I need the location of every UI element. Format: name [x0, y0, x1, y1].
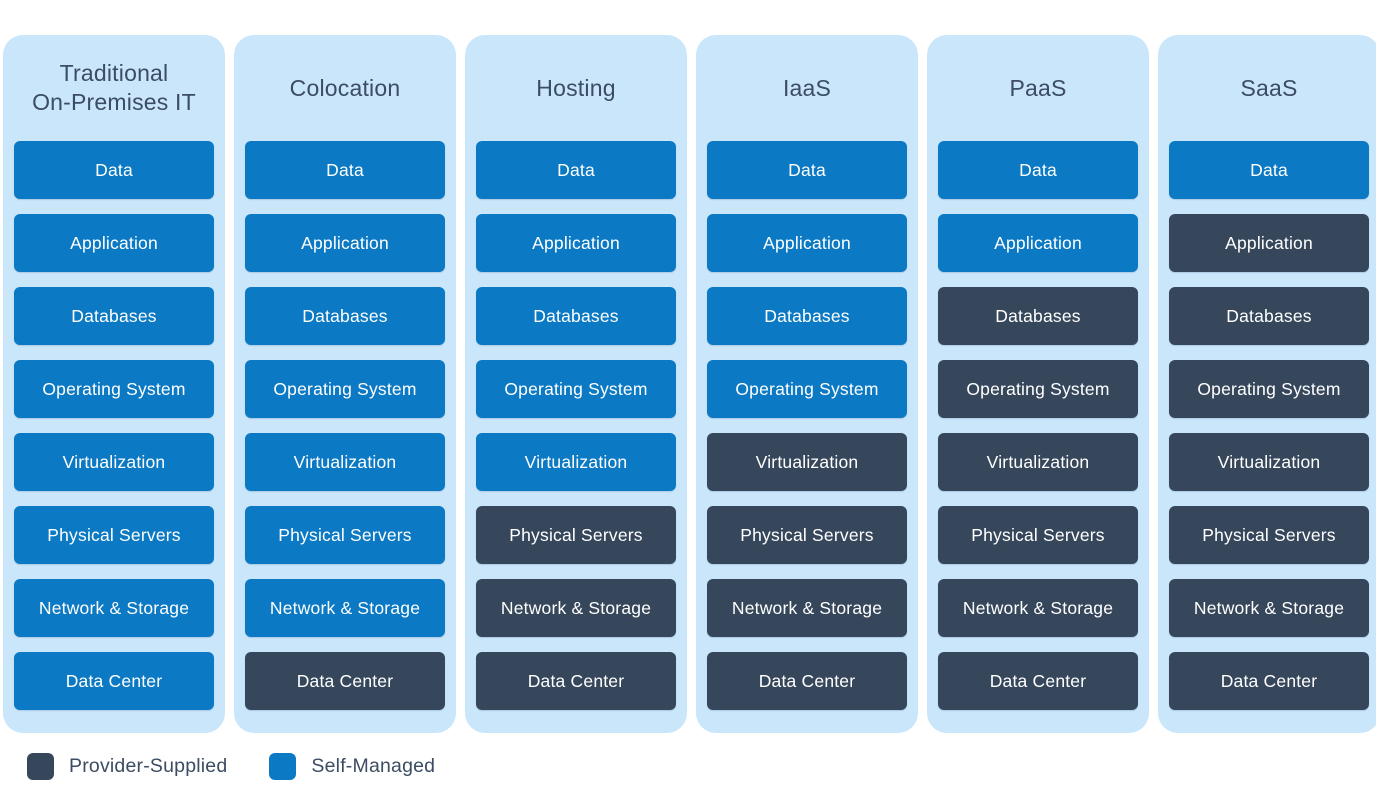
layer-cell: Databases — [707, 287, 907, 345]
layer-cell: Data — [707, 141, 907, 199]
layer-cell: Data — [1169, 141, 1369, 199]
layer-cell: Physical Servers — [707, 506, 907, 564]
layer-cell: Application — [707, 214, 907, 272]
layer-cell: Databases — [14, 287, 214, 345]
layer-cell: Virtualization — [707, 433, 907, 491]
layer-cell: Virtualization — [1169, 433, 1369, 491]
legend-item-self-managed: Self-Managed — [269, 753, 435, 780]
layer-cell: Virtualization — [938, 433, 1138, 491]
layer-cell: Network & Storage — [476, 579, 676, 637]
layer-cell: Physical Servers — [14, 506, 214, 564]
layer-cell: Data — [245, 141, 445, 199]
layer-cell: Data — [938, 141, 1138, 199]
layer-cell: Physical Servers — [938, 506, 1138, 564]
legend-item-provider-supplied: Provider-Supplied — [27, 753, 227, 780]
layer-cell: Network & Storage — [1169, 579, 1369, 637]
column-title: Hosting — [536, 74, 616, 101]
column-title: IaaS — [782, 74, 832, 101]
layer-cell: Application — [1169, 214, 1369, 272]
layer-cell: Operating System — [938, 360, 1138, 418]
layer-cell: Virtualization — [476, 433, 676, 491]
column-title: Colocation — [289, 74, 401, 101]
layer-cell: Network & Storage — [707, 579, 907, 637]
layer-cell: Virtualization — [245, 433, 445, 491]
layer-cell: Operating System — [476, 360, 676, 418]
layer-cell: Physical Servers — [245, 506, 445, 564]
self-managed-swatch — [269, 753, 297, 780]
layer-cell: Virtualization — [14, 433, 214, 491]
layer-cell: Operating System — [1169, 360, 1369, 418]
column-panel-paas: PaaS Data Application Databases Operatin… — [927, 35, 1149, 733]
layer-cell: Operating System — [14, 360, 214, 418]
layer-cell: Physical Servers — [1169, 506, 1369, 564]
layer-cell: Operating System — [707, 360, 907, 418]
layer-cell: Application — [14, 214, 214, 272]
layer-cell: Databases — [476, 287, 676, 345]
layer-cell: Databases — [1169, 287, 1369, 345]
layer-cell: Application — [245, 214, 445, 272]
column-panel-iaas: IaaS Data Application Databases Operatin… — [696, 35, 918, 733]
column-title: Traditional On-Premises IT — [32, 60, 196, 115]
layer-cell: Data Center — [1169, 652, 1369, 710]
legend-label: Self-Managed — [311, 755, 436, 777]
layer-cell: Physical Servers — [476, 506, 676, 564]
layer-cell: Data Center — [938, 652, 1138, 710]
layer-cell: Databases — [245, 287, 445, 345]
layer-cell: Operating System — [245, 360, 445, 418]
layer-cell: Application — [938, 214, 1138, 272]
layer-cell: Data — [476, 141, 676, 199]
layer-cell: Data Center — [476, 652, 676, 710]
layer-cell: Data Center — [707, 652, 907, 710]
column-panel-hosting: Hosting Data Application Databases Opera… — [465, 35, 687, 733]
column-title: PaaS — [1009, 74, 1067, 101]
layer-cell: Application — [476, 214, 676, 272]
layer-cell: Network & Storage — [245, 579, 445, 637]
layer-cell: Network & Storage — [938, 579, 1138, 637]
layer-cell: Data — [14, 141, 214, 199]
column-panel-saas: SaaS Data Application Databases Operatin… — [1158, 35, 1376, 733]
columns-board: Traditional On-Premises IT Data Applicat… — [3, 35, 1376, 733]
column-panel-colocation: Colocation Data Application Databases Op… — [234, 35, 456, 733]
legend: Provider-Supplied Self-Managed — [27, 753, 1376, 780]
legend-label: Provider-Supplied — [69, 755, 228, 777]
layer-cell: Data Center — [245, 652, 445, 710]
layer-cell: Data Center — [14, 652, 214, 710]
layer-cell: Databases — [938, 287, 1138, 345]
column-panel-traditional-on-premises-it: Traditional On-Premises IT Data Applicat… — [3, 35, 225, 733]
column-title: SaaS — [1240, 74, 1298, 101]
provider-supplied-swatch — [27, 753, 54, 780]
layer-cell: Network & Storage — [14, 579, 214, 637]
